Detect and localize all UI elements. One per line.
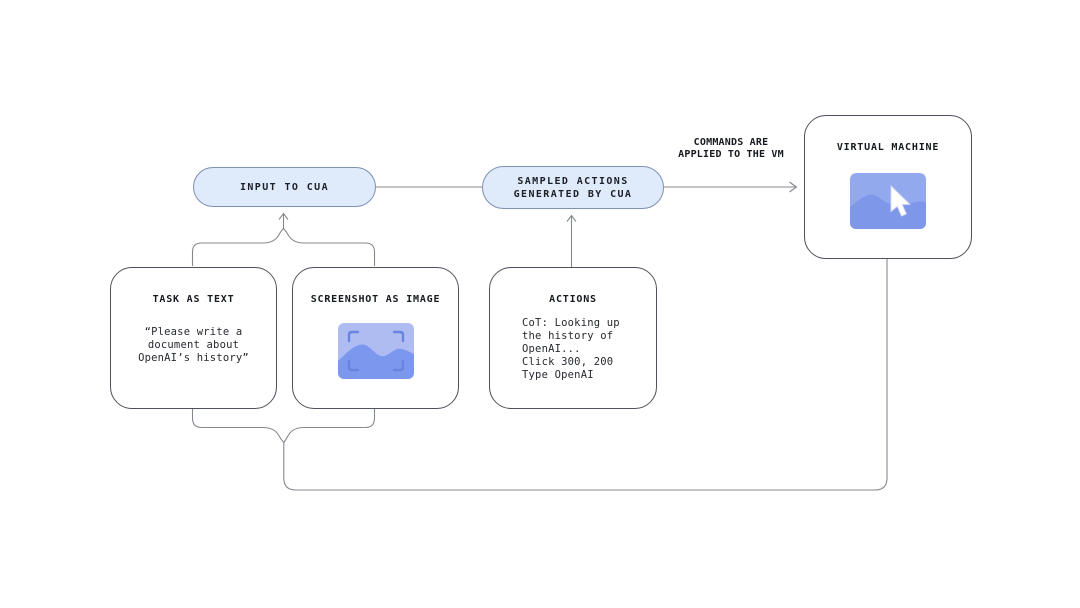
screenshot-as-image-title: SCREENSHOT AS IMAGE [310, 294, 441, 305]
commands-arrowhead [789, 181, 798, 193]
actions-line: Type OpenAI [522, 369, 594, 381]
feedback-merge-brace-left [191, 408, 285, 443]
sampled-actions-label-line2: GENERATED BY CUA [513, 188, 633, 200]
commands-arrow-label-line2: APPLIED TO THE VM [678, 149, 784, 160]
actions-arrowhead [566, 214, 577, 222]
task-as-text-box: TASK AS TEXT “Please write a document ab… [110, 267, 277, 409]
actions-line: OpenAI... [522, 343, 581, 355]
sampled-actions-label-line1: SAMPLED ACTIONS [517, 175, 629, 187]
virtual-machine-title: VIRTUAL MACHINE [836, 142, 940, 153]
virtual-machine-box: VIRTUAL MACHINE [804, 115, 972, 259]
task-text-line: document about [147, 339, 240, 351]
input-arrowhead [278, 212, 289, 220]
task-text-body: “Please write a document about OpenAI’s … [111, 326, 276, 365]
feedback-loop-line [283, 258, 888, 491]
vm-screen-with-cursor-icon [850, 173, 926, 229]
screenshot-as-image-box: SCREENSHOT AS IMAGE [292, 267, 459, 409]
feedback-merge-brace-right [283, 408, 376, 443]
cursor-icon [890, 184, 912, 217]
actions-line: Click 300, 200 [522, 356, 614, 368]
input-merge-brace-left [191, 228, 284, 266]
actions-box: ACTIONS CoT: Looking up the history of O… [489, 267, 657, 409]
mountain-icon [850, 194, 926, 229]
commands-arrow-label: COMMANDS ARE APPLIED TO THE VM [653, 137, 809, 161]
actions-line: CoT: Looking up [522, 317, 620, 329]
input-to-cua-pill: INPUT TO CUA [193, 167, 376, 207]
input-merge-brace-right [283, 228, 376, 266]
task-text-line: “Please write a [144, 326, 243, 338]
task-text-line: OpenAI’s history” [138, 352, 249, 364]
screenshot-thumbnail-icon [338, 323, 414, 379]
task-as-text-title: TASK AS TEXT [152, 294, 235, 305]
commands-arrow-label-line1: COMMANDS ARE [693, 137, 769, 148]
input-to-cua-label: INPUT TO CUA [239, 181, 330, 193]
actions-line: the history of [522, 330, 614, 342]
sampled-actions-pill: SAMPLED ACTIONS GENERATED BY CUA [482, 166, 664, 209]
screenshot-frame-icon [347, 330, 405, 372]
actions-title: ACTIONS [549, 294, 597, 305]
actions-body: CoT: Looking up the history of OpenAI...… [522, 317, 620, 382]
